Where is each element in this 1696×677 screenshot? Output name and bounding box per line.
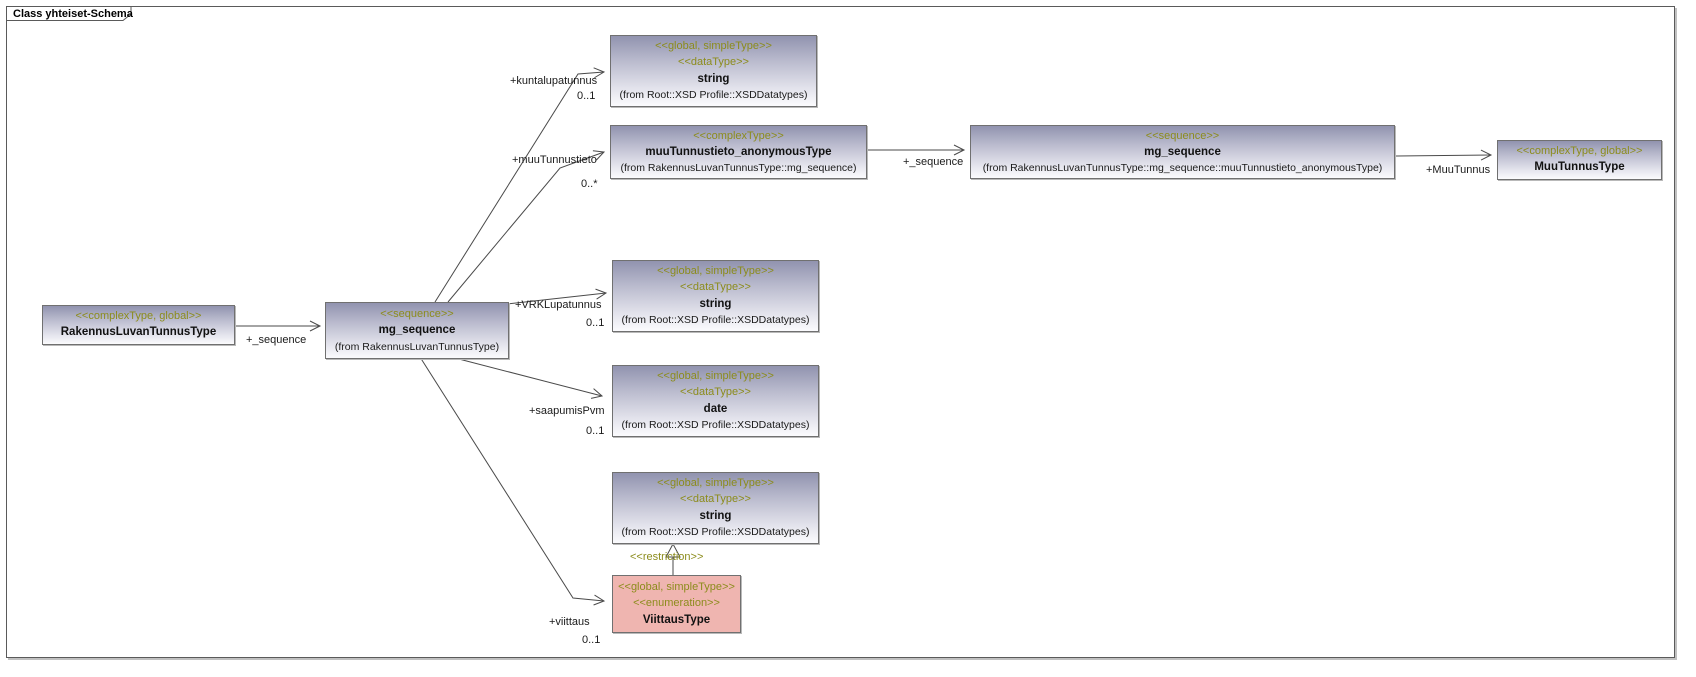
from-label: (from Root::XSD Profile::XSDDatatypes) xyxy=(619,89,808,102)
class-name: muuTunnustieto_anonymousType xyxy=(645,145,832,158)
stereotype-label: <<sequence>> xyxy=(1145,129,1220,142)
stereotype-label: <<complexType>> xyxy=(693,129,784,142)
class-node-muutunnustype[interactable]: <<complexType, global>> MuuTunnusType xyxy=(1497,140,1662,180)
edge-kuntalupatunnus[interactable] xyxy=(434,67,606,303)
edge-label-sequence-main[interactable]: +_sequence xyxy=(246,334,307,346)
stereotype-label: <<dataType>> xyxy=(680,281,751,294)
edge-label-muutunnus[interactable]: +MuuTunnus xyxy=(1426,164,1491,176)
multiplicity-label-viittaus[interactable]: 0..1 xyxy=(582,634,601,646)
from-label: (from RakennusLuvanTunnusType::mg_sequen… xyxy=(620,161,857,174)
class-node-mg-sequence-main[interactable]: <<sequence>> mg_sequence (from RakennusL… xyxy=(325,302,509,359)
edge-label-muutunnustieto[interactable]: +muuTunnustieto xyxy=(512,154,597,166)
class-name: ViittausType xyxy=(642,613,711,626)
class-name: mg_sequence xyxy=(378,324,456,336)
class-node-string-viittaus[interactable]: <<global, simpleType>> <<dataType>> stri… xyxy=(612,472,819,544)
class-node-date-saapumispvm[interactable]: <<global, simpleType>> <<dataType>> date… xyxy=(612,365,819,437)
multiplicity-label-muutunnustieto[interactable]: 0..* xyxy=(581,178,598,190)
stereotype-label: <<complexType, global>> xyxy=(75,310,202,323)
class-name: string xyxy=(699,297,732,310)
from-label: (from Root::XSD Profile::XSDDatatypes) xyxy=(621,526,810,539)
from-label: (from Root::XSD Profile::XSDDatatypes) xyxy=(621,314,810,327)
class-node-mg-sequence-inner[interactable]: <<sequence>> mg_sequence (from RakennusL… xyxy=(970,125,1395,179)
edge-label-sequence-inner[interactable]: +_sequence xyxy=(903,156,964,168)
frame-title-label: Class yhteiset-Schema xyxy=(13,8,133,20)
class-node-string-kuntalupatunnus[interactable]: <<global, simpleType>> <<dataType>> stri… xyxy=(610,35,817,107)
multiplicity-label-kuntalupatunnus[interactable]: 0..1 xyxy=(577,90,596,102)
edge-label-saapumispvm[interactable]: +saapumisPvm xyxy=(529,405,605,417)
edge-label-viittaus[interactable]: +viittaus xyxy=(549,616,590,628)
class-node-rakennusluvantunnustype[interactable]: <<complexType, global>> RakennusLuvanTun… xyxy=(42,305,235,345)
stereotype-label: <<global, simpleType>> xyxy=(657,477,774,490)
class-name: string xyxy=(697,72,730,85)
stereotype-label: <<global, simpleType>> xyxy=(655,40,772,53)
stereotype-label: <<complexType, global>> xyxy=(1516,145,1643,158)
stereotype-label: <<sequence>> xyxy=(380,307,454,320)
from-label: (from RakennusLuvanTunnusType) xyxy=(334,341,500,353)
stereotype-label: <<dataType>> xyxy=(678,56,749,69)
edge-saapumispvm[interactable] xyxy=(454,357,604,399)
edge-label-restriction[interactable]: <<restriction>> xyxy=(630,551,704,563)
class-name: string xyxy=(699,509,732,522)
stereotype-label: <<global, simpleType>> xyxy=(657,370,774,383)
edge-viittaus[interactable] xyxy=(419,356,606,606)
edge-label-kuntalupatunnus[interactable]: +kuntalupatunnus xyxy=(510,75,598,87)
multiplicity-label-vrklupatunnus[interactable]: 0..1 xyxy=(586,317,605,329)
multiplicity-label-saapumispvm[interactable]: 0..1 xyxy=(586,425,605,437)
edge-muutunnustieto[interactable] xyxy=(447,150,606,303)
stereotype-label: <<dataType>> xyxy=(680,493,751,506)
class-node-muutunnustieto-anonymoustype[interactable]: <<complexType>> muuTunnustieto_anonymous… xyxy=(610,125,867,179)
stereotype-label: <<global, simpleType>> xyxy=(657,265,774,278)
edge-restriction[interactable] xyxy=(665,542,681,575)
from-label: (from RakennusLuvanTunnusType::mg_sequen… xyxy=(982,161,1383,174)
stereotype-label: <<enumeration>> xyxy=(633,597,720,610)
diagram-frame xyxy=(6,6,1675,658)
class-name: date xyxy=(703,402,728,415)
class-name: MuuTunnusType xyxy=(1534,161,1625,174)
edge-muutunnus[interactable] xyxy=(1392,149,1493,161)
class-name: RakennusLuvanTunnusType xyxy=(60,326,217,339)
edge-vrklupatunnus[interactable] xyxy=(506,288,608,305)
stereotype-label: <<dataType>> xyxy=(680,386,751,399)
class-node-string-vrklupatunnus[interactable]: <<global, simpleType>> <<dataType>> stri… xyxy=(612,260,819,332)
class-node-viittaustype[interactable]: <<global, simpleType>> <<enumeration>> V… xyxy=(612,575,741,633)
from-label: (from Root::XSD Profile::XSDDatatypes) xyxy=(621,419,810,432)
class-name: mg_sequence xyxy=(1144,145,1221,158)
edge-label-vrklupatunnus[interactable]: +VRKLupatunnus xyxy=(515,299,602,311)
diagram-title-tab xyxy=(6,6,132,21)
stereotype-label: <<global, simpleType>> xyxy=(618,580,735,593)
generalization-triangle-icon xyxy=(665,542,681,558)
